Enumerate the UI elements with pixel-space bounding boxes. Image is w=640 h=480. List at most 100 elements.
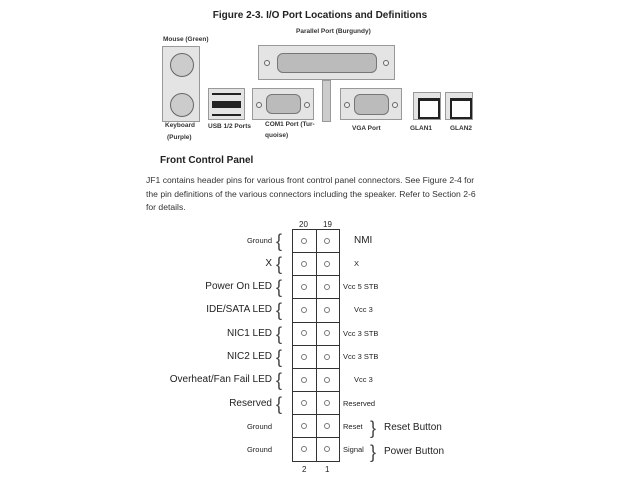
pin-icon [301, 307, 307, 314]
brace-icon: { [276, 300, 283, 321]
right-pin-label: Reserved [343, 398, 376, 408]
pin-cell [316, 253, 340, 277]
glan2-label: GLAN2 [450, 125, 473, 132]
left-pin-label: X [265, 257, 272, 269]
power-brace: } [370, 442, 377, 462]
right-pin-label: Vcc 3 [354, 305, 373, 315]
pin-icon [301, 330, 307, 337]
pin-icon [324, 330, 330, 337]
com1-label-2: quoise) [265, 132, 289, 139]
brace-icon: { [276, 277, 283, 298]
com1-port-icon [252, 88, 314, 120]
pin-label-19: 19 [323, 220, 332, 229]
pin-icon [301, 353, 307, 360]
pin-icon [324, 353, 330, 360]
right-pin-label: Signal [343, 445, 364, 455]
vga-port-icon [340, 88, 402, 120]
pin-icon [324, 376, 330, 383]
glan2-port-icon [445, 92, 473, 120]
left-pin-label: NIC1 LED [226, 327, 272, 339]
mouse-label: Mouse (Green) [163, 36, 209, 43]
left-pin-label: IDE/SATA LED [206, 304, 272, 316]
pin-icon [301, 399, 307, 406]
brace-icon: { [276, 323, 283, 344]
pin-label-1: 1 [325, 465, 330, 474]
left-pin-label: Power On LED [205, 281, 272, 293]
pin-cell [316, 369, 340, 392]
pin-cell [293, 253, 317, 277]
pin-icon [324, 238, 330, 244]
keyboard-label: Keyboard [165, 122, 195, 129]
right-pin-label: Vcc 5 STB [343, 282, 379, 292]
brace-icon: { [276, 393, 283, 414]
section-heading: Front Control Panel [160, 155, 254, 166]
keyboard-port-icon [170, 93, 194, 117]
pin-cell [316, 346, 340, 369]
figure-title: Figure 2-3. I/O Port Locations and Defin… [212, 10, 428, 21]
reset-button-label: Reset Button [384, 422, 442, 433]
left-pin-label: Ground [246, 445, 272, 455]
right-pin-label: X [354, 258, 360, 268]
pin-cell [316, 276, 340, 300]
pin-icon [324, 284, 330, 291]
pin-icon [301, 445, 307, 452]
pin-cell [293, 391, 317, 415]
brace-icon: { [276, 230, 283, 251]
pin-cell [293, 414, 317, 439]
brace-icon: { [276, 347, 283, 367]
brace-icon: { [276, 253, 283, 274]
parallel-label: Parallel Port (Burgundy) [296, 28, 371, 35]
jf1-header [292, 229, 340, 462]
brace-icon: { [276, 370, 283, 391]
glan1-port-icon [413, 92, 441, 120]
pin-cell [293, 368, 317, 392]
pin-icon [324, 445, 330, 452]
glan1-label: GLAN1 [410, 125, 433, 132]
left-pin-label: Ground [246, 421, 272, 431]
pin-icon [301, 284, 307, 291]
left-pin-label: Reserved [229, 397, 272, 409]
pin-icon [301, 376, 307, 383]
pin-cell [316, 438, 340, 461]
usb-label: USB 1/2 Ports [208, 123, 251, 130]
parallel-port-icon [258, 45, 395, 80]
pin-cell [293, 345, 317, 369]
right-pin-label: Reset [343, 421, 363, 431]
pin-cell [316, 230, 340, 254]
power-button-label: Power Button [384, 446, 445, 457]
mouse-port-icon [170, 53, 194, 77]
keyboard-label-2: (Purple) [167, 134, 192, 141]
left-pin-label: Ground [246, 235, 272, 245]
right-pin-label: Vcc 3 STB [343, 352, 379, 361]
pin-icon [301, 261, 307, 268]
left-pin-label: Overheat/Fan Fail LED [169, 374, 272, 386]
pin-cell [293, 322, 317, 346]
pin-cell [316, 392, 340, 415]
reset-brace: } [370, 418, 377, 438]
pin-icon [324, 307, 330, 314]
usb-port-icon [208, 88, 245, 120]
section-paragraph: JF1 contains header pins for various fro… [146, 175, 476, 212]
pin-label-20: 20 [299, 220, 308, 229]
pin-label-2: 2 [302, 465, 307, 474]
ps2-ports [162, 46, 200, 122]
right-pin-label: Vcc 3 STB [343, 328, 379, 338]
pin-cell [316, 299, 340, 323]
pin-icon [324, 399, 330, 406]
left-pin-label: NIC2 LED [226, 351, 272, 362]
pin-cell [293, 299, 317, 323]
pin-icon [324, 422, 330, 429]
right-pin-label: NMI [354, 234, 373, 246]
com1-label: COM1 Port (Tur- [265, 121, 315, 128]
parallel-stem [322, 80, 331, 122]
pin-icon [324, 261, 330, 268]
pin-icon [301, 422, 307, 429]
pin-cell [293, 437, 317, 462]
pin-cell [293, 230, 317, 254]
pin-cell [316, 322, 340, 346]
pin-icon [301, 238, 307, 244]
right-pin-label: Vcc 3 [354, 375, 373, 385]
pin-cell [293, 276, 317, 300]
pin-cell [316, 415, 340, 439]
vga-label: VGA Port [352, 125, 381, 132]
